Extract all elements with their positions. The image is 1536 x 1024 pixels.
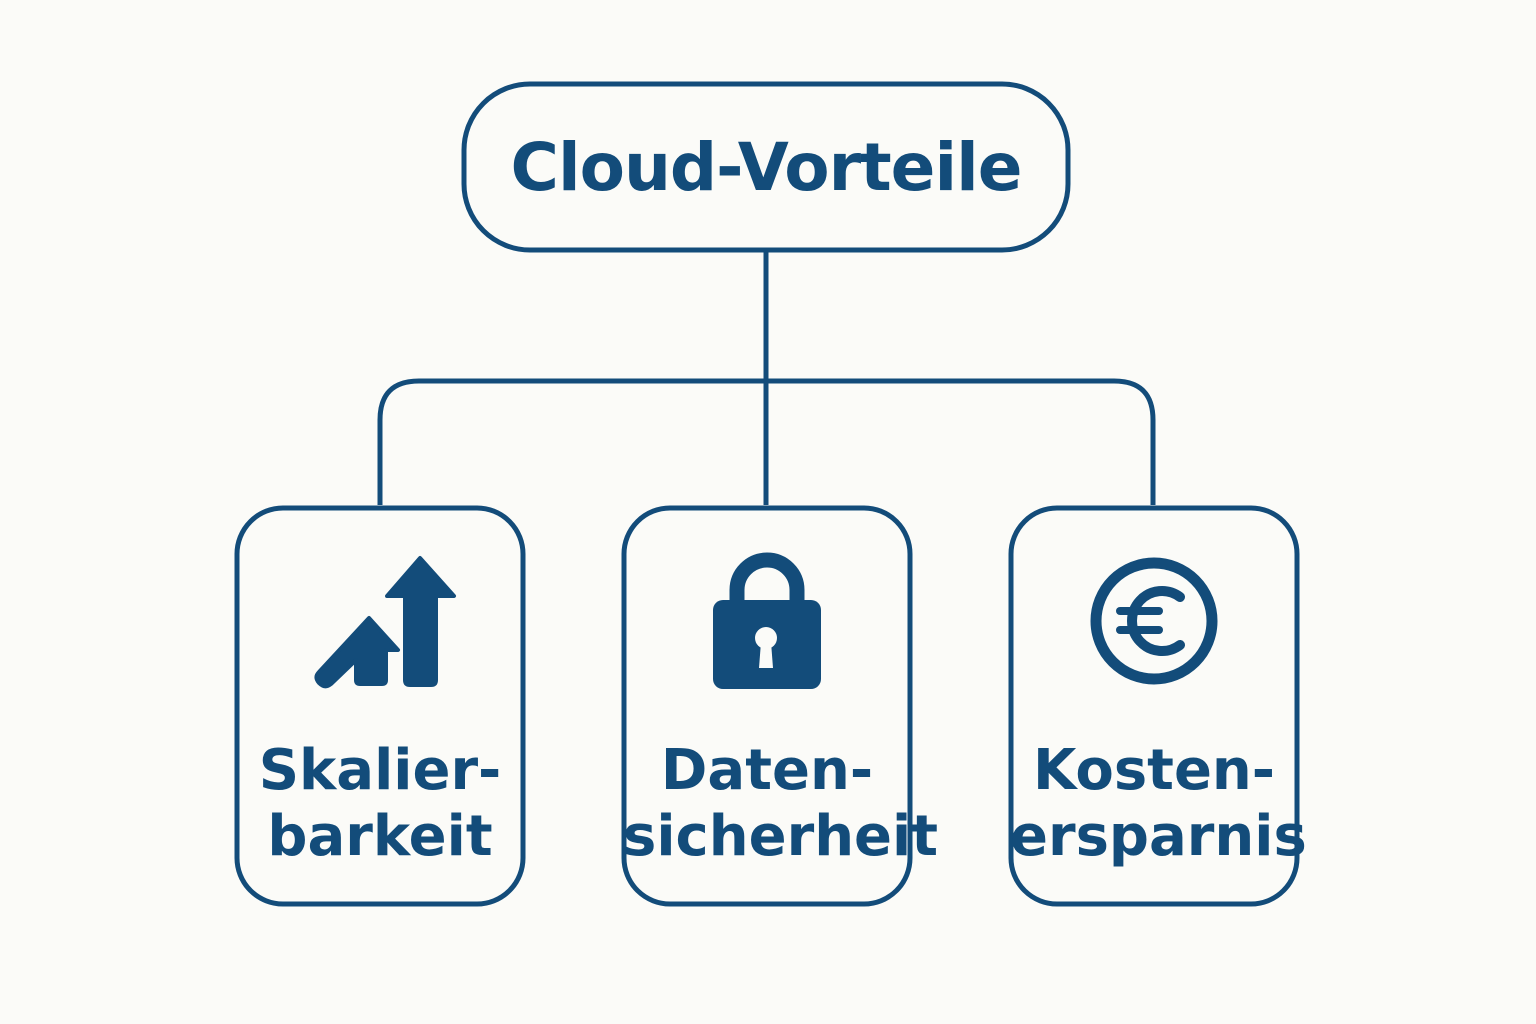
connector-branch-right [766, 378, 1156, 505]
padlock-icon [713, 552, 821, 689]
card-label-cost-savings: Kosten- ersparnis [1010, 738, 1307, 870]
card-label-scalability: Skalier- barkeit [236, 738, 524, 870]
card-label-line-1: Daten- [660, 738, 874, 803]
card-box-cost-savings [1008, 505, 1300, 907]
card-box-data-security [621, 505, 913, 907]
connector-lines [377, 250, 1156, 505]
card-box-scalability [234, 505, 526, 907]
root-node-label: Cloud-Vorteile [510, 128, 1023, 206]
card-label-data-security: Daten- sicherheit [623, 738, 938, 870]
scalability-arrows-icon [314, 556, 456, 689]
card-label-line-2: sicherheit [623, 804, 938, 869]
connector-branch-left [377, 378, 766, 505]
card-label-line-1: Kosten- [1032, 738, 1276, 803]
card-label-line-2: ersparnis [1010, 804, 1307, 869]
euro-coin-icon [1090, 557, 1218, 685]
card-label-line-2: barkeit [267, 804, 493, 869]
root-node-box [461, 81, 1071, 253]
card-label-line-1: Skalier- [258, 738, 502, 803]
